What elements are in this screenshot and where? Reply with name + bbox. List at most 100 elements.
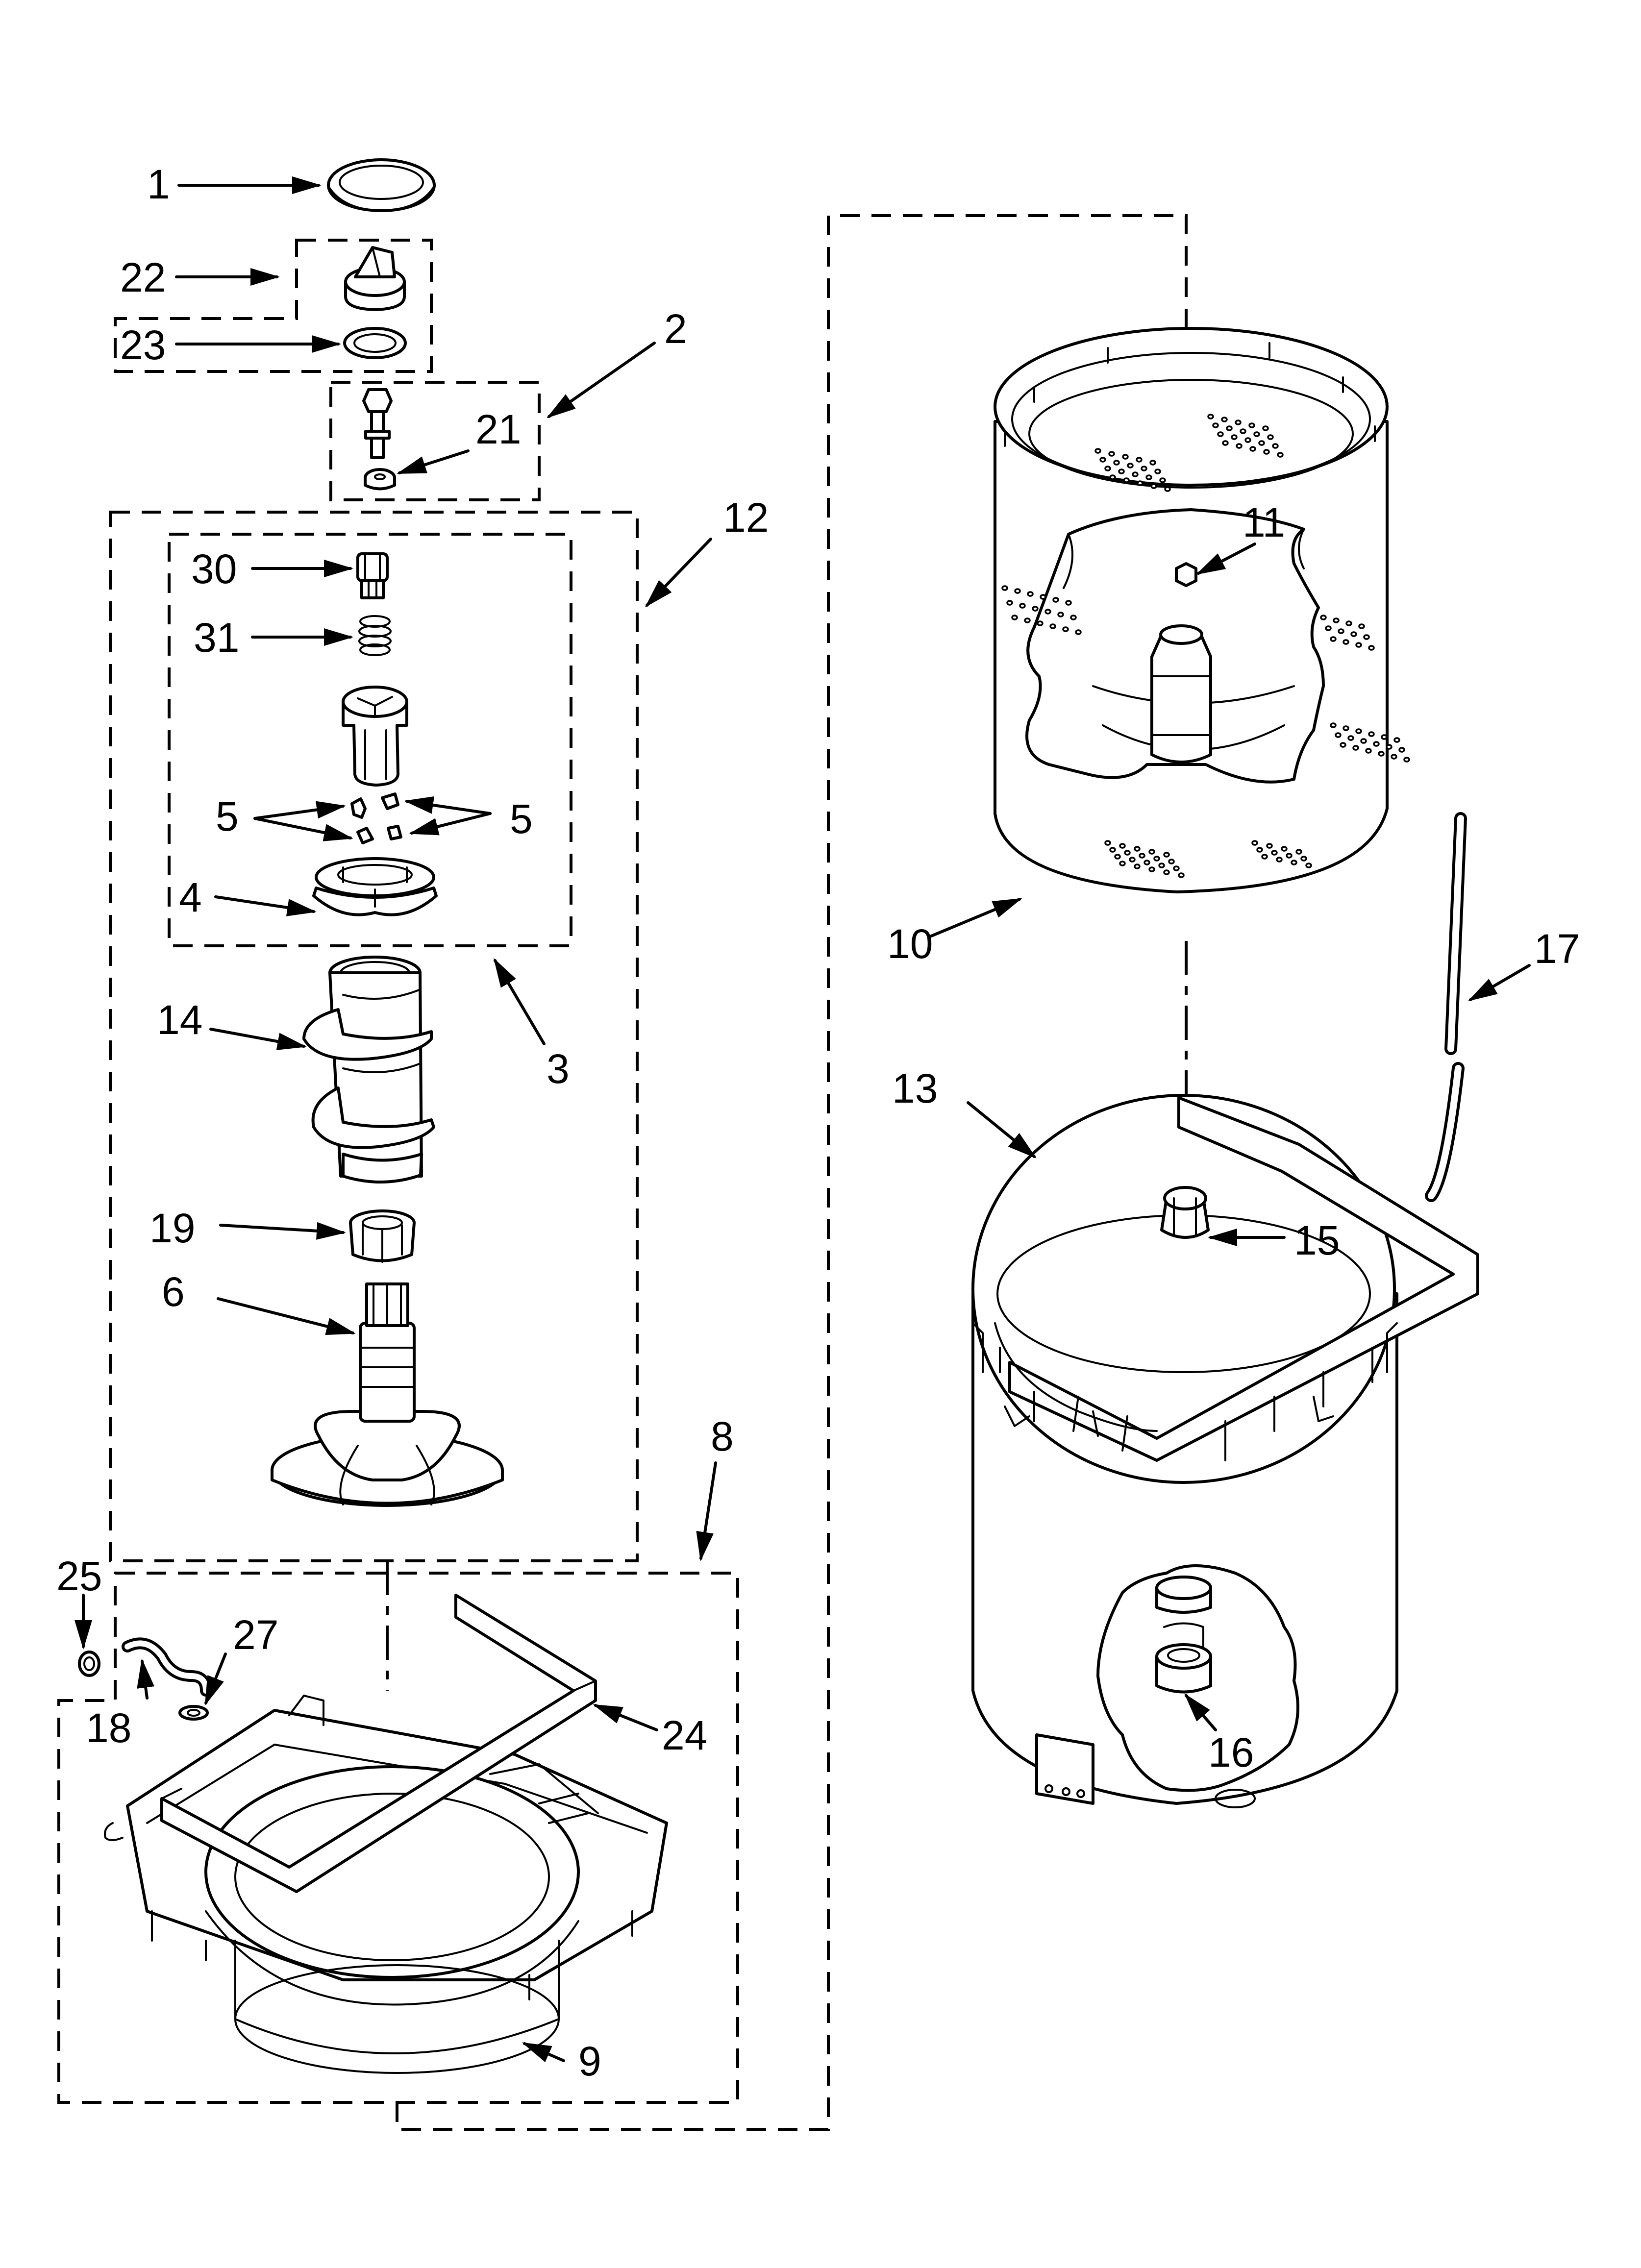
perforation-hole [1163, 869, 1170, 875]
label-part-21: 21 [475, 406, 521, 452]
perforation-hole [1335, 732, 1342, 738]
perforation-hole [1212, 422, 1219, 428]
perforation-hole [1398, 747, 1405, 753]
part-13-outer-tub [971, 1094, 1479, 1808]
perforation-hole [1248, 422, 1255, 428]
perforation-hole [1127, 463, 1134, 468]
perforation-hole [1360, 738, 1367, 744]
label-part-24: 24 [662, 1712, 707, 1758]
perforation-hole [1365, 748, 1372, 754]
perforation-hole [1044, 609, 1051, 615]
perforation-hole [1403, 757, 1410, 763]
perforation-hole [1320, 615, 1327, 620]
perforation-hole [1032, 606, 1039, 612]
perforation-hole [1109, 474, 1116, 480]
perforation-hole [1368, 645, 1375, 651]
perforation-hole [1300, 856, 1307, 862]
perforation-hole [1231, 434, 1238, 440]
perforation-hole [1137, 480, 1144, 486]
perforation-hole [1037, 620, 1044, 626]
label-part-22: 22 [120, 254, 166, 300]
group-box-12 [109, 511, 639, 1562]
perforation-hole [1123, 477, 1130, 483]
label-part-5-right: 5 [510, 796, 533, 842]
perforation-hole [1373, 741, 1380, 747]
perforation-hole [1129, 857, 1136, 863]
label-part-8: 8 [711, 1413, 734, 1459]
part-22-cam [344, 246, 406, 311]
perforation-hole [1141, 466, 1147, 471]
perforation-hole [1355, 642, 1362, 648]
perforation-hole [1139, 853, 1145, 859]
perforation-hole [1134, 846, 1141, 852]
perforation-hole [1363, 634, 1370, 640]
group-box-8 [57, 1572, 739, 2104]
perforation-hole [1286, 853, 1293, 859]
perforation-hole [1381, 734, 1388, 740]
perforation-hole [1057, 612, 1064, 617]
label-part-18: 18 [86, 1705, 131, 1751]
perforation-hole [1262, 425, 1269, 431]
perforation-hole [1178, 872, 1185, 878]
perforation-hole [1251, 840, 1258, 846]
basket-perforations [1001, 414, 1410, 878]
part-21-washer [364, 468, 396, 491]
perforation-hole [1136, 457, 1143, 463]
part-4-base [312, 857, 438, 916]
perforation-hole [1153, 856, 1160, 862]
perforation-hole [1124, 850, 1131, 856]
perforation-hole [1226, 425, 1233, 431]
label-part-14: 14 [157, 997, 202, 1043]
part-19-bushing [349, 1209, 416, 1263]
perforation-hole [1158, 863, 1165, 868]
perforation-hole [1391, 754, 1397, 760]
label-part-9: 9 [578, 2038, 601, 2084]
agitator-cam [342, 686, 408, 787]
perforation-hole [1386, 744, 1392, 750]
perforation-hole [1207, 414, 1214, 419]
perforation-hole [1256, 847, 1263, 853]
label-part-5-left: 5 [216, 793, 239, 839]
part-2-bolt [362, 388, 393, 459]
perforation-hole [1272, 443, 1279, 449]
perforation-hole [1253, 431, 1260, 437]
perforation-hole [1019, 603, 1026, 609]
perforation-hole [1343, 725, 1349, 731]
perforation-hole [1159, 477, 1166, 483]
label-part-4: 4 [179, 874, 202, 920]
label-part-27: 27 [233, 1612, 278, 1658]
perforation-hole [1267, 434, 1274, 440]
perforation-hole [1271, 850, 1278, 856]
perforation-hole [1222, 440, 1229, 446]
leader-arrows [75, 176, 1531, 2063]
perforation-hole [1168, 859, 1175, 864]
perforation-hole [1277, 452, 1284, 458]
perforation-hole [1122, 454, 1129, 460]
part-1-cap [327, 158, 436, 212]
label-part-19: 19 [149, 1205, 195, 1251]
perforation-hole [1014, 588, 1021, 594]
perforation-hole [1109, 847, 1116, 853]
perforation-hole [1340, 742, 1346, 748]
perforation-hole [1001, 585, 1008, 591]
perforation-hole [1150, 483, 1157, 489]
perforation-hole [1104, 840, 1111, 846]
perforation-hole [1104, 466, 1111, 471]
perforation-hole [1164, 486, 1171, 492]
part-17-hose [1425, 812, 1467, 1202]
perforation-hole [1075, 629, 1082, 635]
perforation-hole [1330, 636, 1337, 642]
perforation-hole [1113, 460, 1120, 466]
part-24-bracket [160, 1594, 597, 1893]
perforation-hole [1261, 854, 1268, 860]
perforation-hole [1295, 849, 1302, 855]
perforation-hole [1119, 843, 1126, 849]
label-part-15: 15 [1294, 1217, 1340, 1263]
perforation-hole [1070, 615, 1077, 620]
perforation-hole [1330, 722, 1337, 728]
perforation-hole [1244, 437, 1251, 443]
perforation-hole [1040, 594, 1046, 600]
perforation-hole [1149, 460, 1156, 466]
